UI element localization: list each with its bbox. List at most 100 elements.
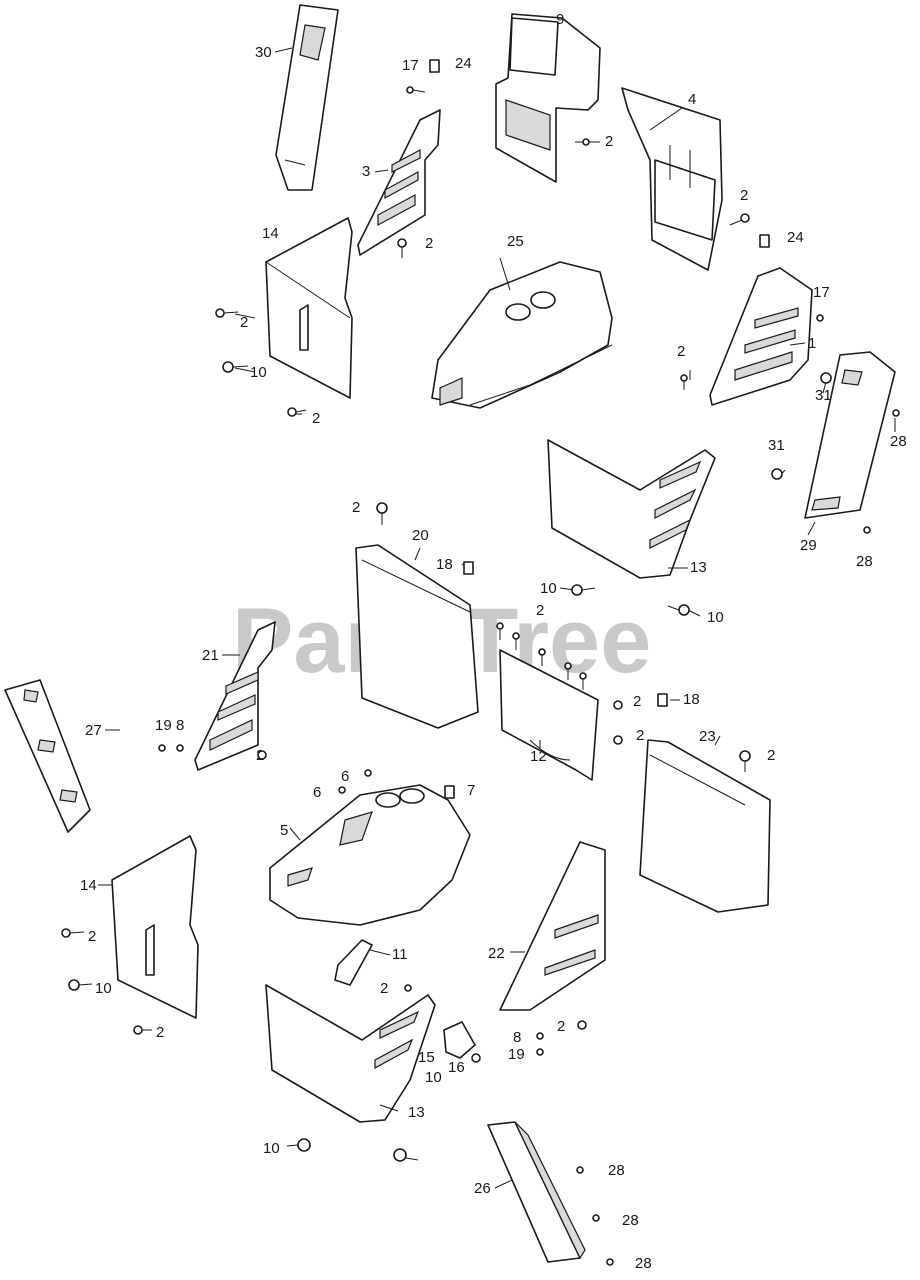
callout-label: 24 bbox=[787, 229, 804, 246]
nut-icon bbox=[820, 372, 832, 384]
callout-label: 2 bbox=[767, 747, 775, 764]
callout-label: 2 bbox=[380, 980, 388, 997]
leader-lines bbox=[98, 47, 896, 1189]
callout-label: 13 bbox=[690, 559, 707, 576]
part-13-upper-lower-panel[interactable] bbox=[547, 439, 716, 579]
nut-icon bbox=[771, 468, 783, 480]
callout-label: 29 bbox=[800, 537, 817, 554]
part-20-upper-shroud[interactable] bbox=[355, 544, 479, 729]
callout-label: 2 bbox=[677, 343, 685, 360]
clip-icon bbox=[759, 234, 770, 248]
callout-label: 22 bbox=[488, 945, 505, 962]
part-15-latch[interactable] bbox=[443, 1021, 476, 1059]
screw-icon bbox=[471, 1053, 481, 1063]
part-27-left-corner-trim[interactable] bbox=[4, 679, 91, 833]
callout-label: 16 bbox=[448, 1059, 465, 1076]
screw-icon bbox=[606, 1258, 614, 1266]
callout-label: 10 bbox=[263, 1140, 280, 1157]
screw-icon bbox=[564, 662, 572, 680]
screw-icon bbox=[592, 1214, 600, 1222]
callout-label: 21 bbox=[202, 647, 219, 664]
callout-label: 28 bbox=[608, 1162, 625, 1179]
screw-icon bbox=[404, 984, 412, 992]
callout-label: 28 bbox=[856, 553, 873, 570]
screw-icon bbox=[577, 1020, 587, 1030]
callout-label: 31 bbox=[768, 437, 785, 454]
part-29-right-corner-trim[interactable] bbox=[804, 351, 896, 519]
callout-label: 2 bbox=[636, 727, 644, 744]
callout-label: 2 bbox=[240, 314, 248, 331]
callout-label: 12 bbox=[530, 748, 547, 765]
callout-label: 9 bbox=[556, 11, 564, 28]
callout-label: 18 bbox=[436, 556, 453, 573]
callout-label: 13 bbox=[408, 1104, 425, 1121]
callout-label: 2 bbox=[352, 499, 360, 516]
part-9-duct-panel[interactable] bbox=[495, 13, 601, 183]
callout-label: 24 bbox=[455, 55, 472, 72]
part-4-rear-panel[interactable] bbox=[621, 87, 723, 271]
part-22-right-side-panel[interactable] bbox=[499, 841, 606, 1011]
callout-label: 11 bbox=[392, 946, 408, 963]
screw-icon bbox=[215, 308, 239, 318]
screw-icon bbox=[729, 213, 750, 226]
screw-icon bbox=[816, 314, 824, 322]
part-21-left-side-bracket[interactable] bbox=[194, 621, 276, 771]
callout-label: 19 bbox=[508, 1046, 525, 1063]
screw-icon bbox=[863, 526, 871, 534]
screw-icon bbox=[158, 744, 166, 752]
screw-icon bbox=[538, 648, 546, 666]
screw-icon bbox=[393, 1148, 419, 1162]
screw-icon bbox=[364, 769, 372, 777]
part-11-handle[interactable] bbox=[334, 939, 373, 986]
part-30-corner-trim[interactable] bbox=[275, 4, 339, 191]
screw-icon bbox=[61, 928, 85, 938]
part-14-upper-corner-panel[interactable] bbox=[265, 217, 353, 399]
screw-icon bbox=[579, 672, 587, 690]
callout-label: 6 bbox=[313, 784, 321, 801]
screw-icon bbox=[68, 979, 93, 991]
callout-label: 2 bbox=[156, 1024, 164, 1041]
nut-icon bbox=[536, 1032, 544, 1040]
callout-label: 10 bbox=[95, 980, 112, 997]
callout-label: 28 bbox=[635, 1255, 652, 1272]
part-1-right-side-bracket[interactable] bbox=[709, 267, 813, 406]
clip-icon bbox=[657, 693, 668, 707]
screw-icon bbox=[286, 1138, 311, 1152]
callout-label: 14 bbox=[80, 877, 97, 894]
screw-icon bbox=[376, 502, 388, 525]
callout-label: 10 bbox=[707, 609, 724, 626]
part-14-lower-corner-panel[interactable] bbox=[111, 835, 199, 1019]
callout-label: 7 bbox=[467, 782, 475, 799]
clip-icon bbox=[429, 59, 440, 73]
screw-icon bbox=[406, 86, 426, 94]
callout-labels: 30 17 24 9 4 2 3 2 2 24 14 25 17 2 2 1 1… bbox=[80, 11, 907, 1272]
callout-label: 20 bbox=[412, 527, 429, 544]
callout-label: 2 bbox=[425, 235, 433, 252]
part-13-lower-lower-panel[interactable] bbox=[265, 984, 436, 1123]
part-3-side-bracket[interactable] bbox=[357, 109, 441, 256]
part-23-lower-shroud[interactable] bbox=[639, 739, 771, 913]
part-12-center-plate[interactable] bbox=[499, 649, 599, 781]
callout-label: 5 bbox=[280, 822, 288, 839]
callout-label: 3 bbox=[362, 163, 370, 180]
callout-label: 30 bbox=[255, 44, 272, 61]
callout-label: 8 bbox=[176, 717, 184, 734]
callout-label: 15 bbox=[418, 1049, 435, 1066]
screw-icon bbox=[892, 409, 900, 417]
part-5-lower-console-cover[interactable] bbox=[269, 784, 471, 926]
callout-label: 28 bbox=[890, 433, 907, 450]
screw-icon bbox=[613, 735, 623, 745]
part-26-lower-corner-trim[interactable] bbox=[487, 1121, 586, 1263]
callout-label: 6 bbox=[341, 768, 349, 785]
callout-label: 10 bbox=[540, 580, 557, 597]
screw-icon bbox=[536, 1048, 544, 1056]
part-25-upper-console-cover[interactable] bbox=[431, 261, 613, 409]
screw-icon bbox=[512, 632, 520, 650]
callout-label: 17 bbox=[402, 57, 419, 74]
callout-label: 14 bbox=[262, 225, 279, 242]
screw-icon bbox=[680, 374, 688, 390]
screw-icon bbox=[613, 700, 623, 710]
screw-icon bbox=[222, 361, 249, 373]
callout-label: 1 bbox=[808, 335, 816, 352]
